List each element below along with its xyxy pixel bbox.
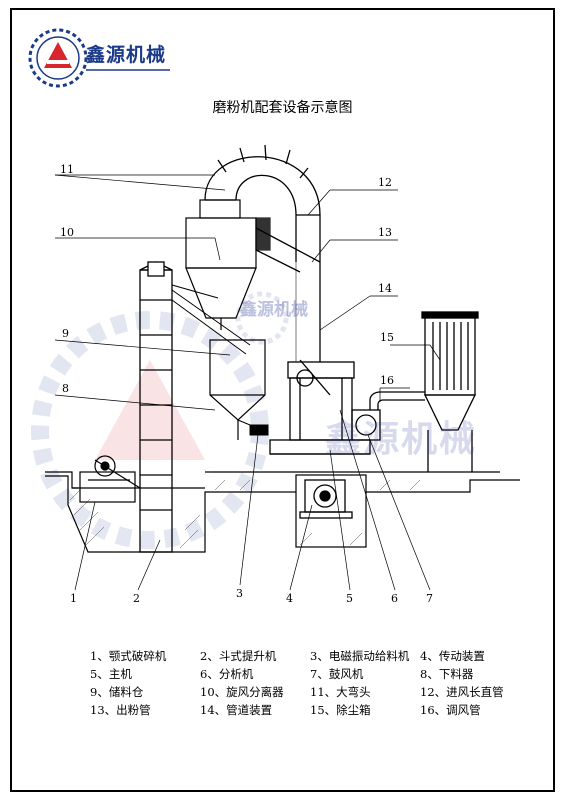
callout-8: 8 (62, 382, 69, 395)
legend-row: 9、储料仓 10、旋风分离器 11、大弯头 12、进风长直管 (90, 684, 530, 702)
jaw-crusher (79, 455, 141, 503)
callout-3: 3 (236, 587, 243, 600)
watermark-gear-icon (31, 291, 289, 549)
callout-11: 11 (60, 163, 74, 176)
transmission-device (299, 479, 353, 519)
dust-collector (421, 311, 479, 472)
callout-7: 7 (426, 592, 433, 605)
callout-6: 6 (391, 592, 398, 605)
legend-item: 11、大弯头 (310, 685, 371, 699)
callout-1: 1 (70, 592, 77, 605)
callout-12: 12 (378, 176, 392, 189)
callout-5: 5 (346, 592, 353, 605)
legend-item: 16、调风管 (420, 703, 481, 717)
callout-10: 10 (60, 226, 74, 239)
main-mill (269, 359, 371, 455)
watermark-big-text: 鑫源机械 (325, 419, 478, 460)
legend-item: 13、出粉管 (90, 703, 151, 717)
large-elbow (204, 144, 321, 216)
callout-14: 14 (378, 282, 392, 295)
leader-lines (54, 174, 441, 591)
vibrating-feeder (237, 419, 269, 436)
legend-item: 1、颚式破碎机 (90, 649, 167, 663)
legend-item: 9、储料仓 (90, 685, 144, 699)
bucket-elevator (139, 261, 219, 553)
legend-item: 2、斗式提升机 (200, 649, 277, 663)
diagram-title: 磨粉机配套设备示意图 (212, 100, 353, 116)
legend-item: 10、旋风分离器 (200, 685, 284, 699)
callout-4: 4 (286, 592, 293, 605)
legend-item: 6、分析机 (200, 667, 254, 681)
legend-item: 12、进风长直管 (420, 685, 504, 699)
legend-item: 14、管道装置 (200, 703, 273, 717)
foundation (45, 471, 520, 553)
callout-13: 13 (378, 226, 392, 239)
storage-bin (209, 339, 266, 440)
callout-16: 16 (380, 374, 394, 387)
legend-item: 8、下料器 (420, 667, 474, 681)
legend-row: 13、出粉管 14、管道装置 15、除尘箱 16、调风管 (90, 702, 530, 720)
watermark-text: 鑫源机械 (240, 300, 308, 320)
callout-9: 9 (62, 327, 69, 340)
brand-logo-text: 鑫源机械 (86, 44, 167, 66)
legend-row: 1、颚式破碎机 2、斗式提升机 3、电磁振动给料机 4、传动装置 (90, 648, 530, 666)
inlet-straight-pipe (295, 215, 321, 362)
parts-legend: 1、颚式破碎机 2、斗式提升机 3、电磁振动给料机 4、传动装置 5、主机 6、… (90, 648, 530, 720)
powder-outlet-pipe (255, 217, 321, 273)
legend-item: 5、主机 (90, 667, 132, 681)
logo-gear-icon (28, 28, 88, 88)
legend-item: 4、传动装置 (420, 649, 485, 663)
legend-item: 7、鼓风机 (310, 667, 364, 681)
callout-2: 2 (133, 592, 140, 605)
callout-15: 15 (380, 331, 394, 344)
legend-row: 5、主机 6、分析机 7、鼓风机 8、下料器 (90, 666, 530, 684)
legend-item: 15、除尘箱 (310, 703, 371, 717)
legend-item: 3、电磁振动给料机 (310, 649, 410, 663)
drawing-frame (10, 8, 555, 792)
